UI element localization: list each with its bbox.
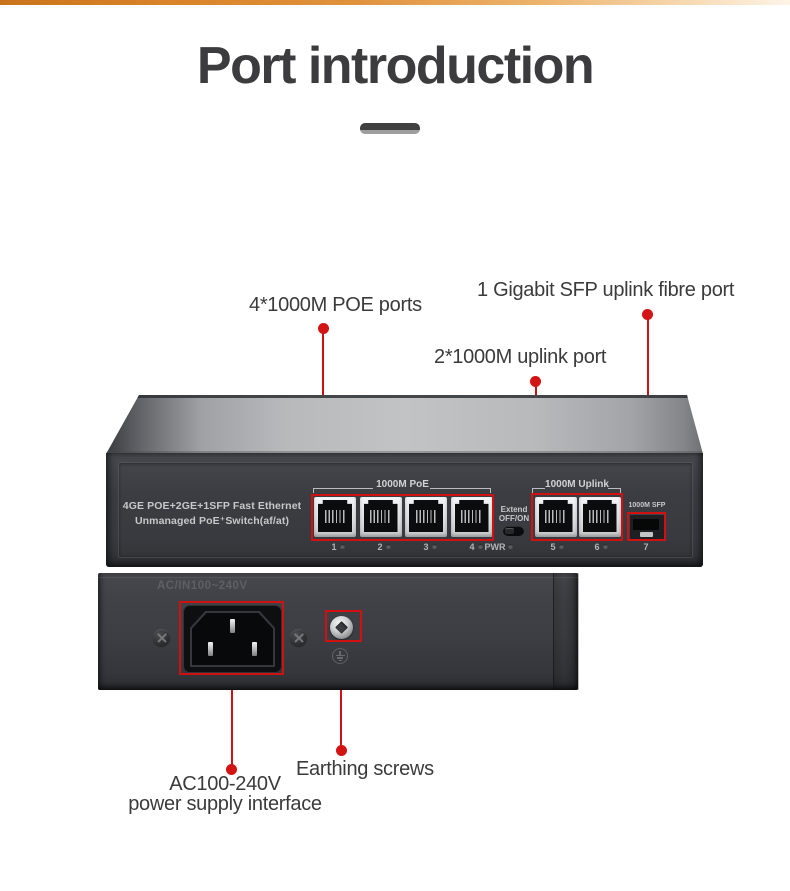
- rj45-port-1: [314, 497, 356, 537]
- port-number-6: 6: [594, 542, 600, 552]
- leader-dot-sfp: [642, 309, 653, 320]
- highlight-rect-ac-inlet: [179, 601, 284, 675]
- callout-poe-ports: 4*1000M POE ports: [249, 294, 422, 316]
- front-print-line1: 4GE POE+2GE+1SFP Fast Ethernet: [122, 500, 302, 512]
- extend-toggle-switch: [503, 526, 524, 536]
- rear-side-face: [553, 573, 579, 690]
- rj45-port-2: [359, 497, 402, 537]
- rj45-pins: [415, 510, 437, 524]
- switch-lid-back-edge: [136, 395, 690, 398]
- uplink-group-label: 1000M Uplink: [545, 479, 609, 490]
- ground-symbol-icon: [332, 648, 348, 664]
- rj45-jack: [363, 500, 398, 532]
- callout-earthing-screws: Earthing screws: [296, 758, 434, 780]
- highlight-rect-poe-ports: [311, 494, 494, 541]
- highlight-rect-sfp-port: [627, 512, 666, 541]
- port-led-2: [386, 544, 391, 549]
- callout-power-line1: AC100-240V: [169, 773, 281, 795]
- rj45-jack: [538, 500, 573, 532]
- pwr-led: [508, 544, 513, 549]
- page-title: Port introduction: [196, 37, 595, 95]
- uplink-bracket-tick: [619, 488, 621, 493]
- switch-lid-front-edge: [106, 451, 703, 454]
- rj45-pins: [370, 510, 391, 524]
- top-accent-bar: [0, 0, 790, 5]
- switch-top-face: [106, 395, 703, 454]
- uplink-bracket-line: [532, 488, 545, 490]
- ac-input-print: AC/IN100~240V: [157, 580, 248, 592]
- ac-inlet-line-pin: [208, 642, 213, 656]
- ground-symbol-stem: [339, 651, 341, 655]
- rj45-jack: [409, 500, 443, 532]
- rj45-pins: [589, 510, 610, 524]
- rj45-jack: [318, 500, 352, 532]
- poe-bracket-line: [313, 488, 373, 490]
- rear-panel-seam: [98, 577, 578, 578]
- port-number-7: 7: [643, 542, 649, 552]
- rj45-port-3: [405, 497, 447, 537]
- port-led-4: [478, 544, 483, 549]
- port-led-3: [432, 544, 437, 549]
- ac-inlet-earth-pin: [230, 619, 235, 633]
- ac-power-inlet: [183, 605, 282, 673]
- highlight-rect-earthing-screw: [325, 610, 362, 642]
- leader-dot-power: [226, 764, 237, 775]
- leader-dot-earthing: [336, 745, 347, 756]
- leader-line-power: [231, 674, 233, 766]
- rj45-jack: [582, 500, 617, 532]
- sfp-slot: [633, 519, 659, 530]
- callout-power-line2: power supply interface: [128, 793, 322, 815]
- chassis-screw-right: [290, 629, 307, 646]
- port-led-1: [340, 544, 345, 549]
- poe-bracket-tick: [313, 488, 315, 493]
- rj45-pins: [324, 510, 346, 524]
- ground-symbol-bar: [335, 654, 345, 657]
- sfp-tab: [640, 532, 653, 537]
- port-number-1: 1: [331, 542, 337, 552]
- port-number-2: 2: [377, 542, 383, 552]
- rj45-pins: [545, 510, 566, 524]
- port-number-3: 3: [423, 542, 429, 552]
- callout-uplink-ports: 2*1000M uplink port: [434, 346, 607, 368]
- port-number-5: 5: [550, 542, 556, 552]
- callout-power-supply: AC100-240V power supply interface: [110, 774, 340, 814]
- chassis-screw-left: [153, 629, 170, 646]
- rj45-pins: [461, 510, 482, 524]
- port-led-6: [603, 544, 608, 549]
- callout-sfp-uplink: 1 Gigabit SFP uplink fibre port: [477, 279, 735, 301]
- rj45-port-4: [450, 497, 493, 537]
- ground-symbol-bar: [338, 659, 342, 662]
- poe-group-label: 1000M PoE: [376, 479, 429, 490]
- switch-rear-face: [98, 573, 579, 690]
- switch-front-panel: [118, 462, 693, 558]
- title-underline: [360, 123, 420, 134]
- port-led-5: [559, 544, 564, 549]
- pwr-led-label: PWR: [484, 542, 506, 552]
- extend-switch-label-line1: Extend: [500, 505, 528, 514]
- poe-bracket-line: [430, 488, 491, 490]
- ac-inlet-neutral-pin: [252, 642, 257, 656]
- rj45-port-6: [578, 497, 621, 537]
- sfp-port-label: 1000M SFP: [628, 502, 666, 509]
- extend-switch-label-line2: OFF/ON: [498, 514, 530, 523]
- rj45-jack: [454, 500, 489, 532]
- port-number-4: 4: [469, 542, 475, 552]
- ground-symbol-bar: [337, 657, 343, 659]
- rj45-port-5: [534, 497, 577, 537]
- front-print-line2: Unmanaged PoE⁺Switch(af/at): [134, 515, 290, 527]
- extend-toggle-knob: [505, 528, 514, 534]
- poe-bracket-tick: [489, 488, 491, 493]
- leader-dot-uplink: [530, 376, 541, 387]
- highlight-rect-uplink-ports: [531, 493, 623, 541]
- uplink-bracket-line: [608, 488, 621, 490]
- earthing-screw: [330, 616, 353, 639]
- leader-line-earthing: [340, 641, 342, 747]
- uplink-bracket-tick: [532, 488, 534, 493]
- leader-dot-poe: [318, 323, 329, 334]
